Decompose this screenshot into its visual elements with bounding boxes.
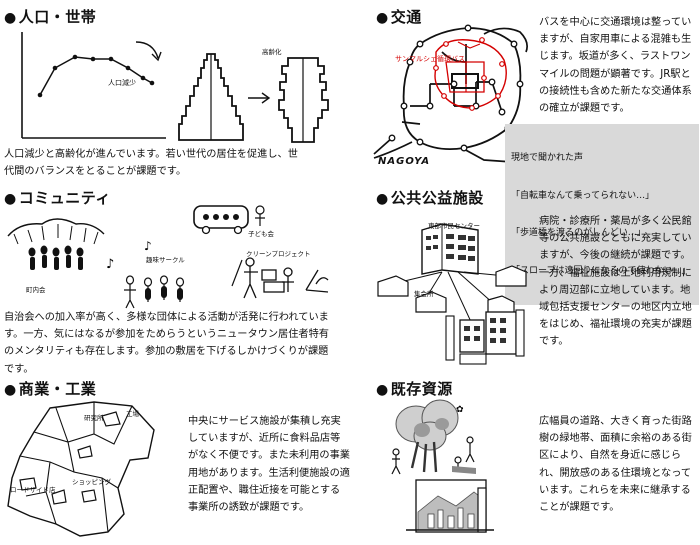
population-pyramid-before [178, 53, 244, 141]
public-facilities-title: ●公共公益施設 [376, 189, 484, 207]
factory-label: 工場 [126, 410, 139, 418]
transport-title: ●交通 [376, 8, 422, 26]
community-text: 自治会への加入率が高く、多様な団体による活動が活発に行われています。一方、気には… [4, 312, 329, 375]
population-decline-graph [21, 32, 166, 139]
commerce-map [7, 401, 155, 537]
resources-title: ●既存資源 [376, 380, 453, 398]
resources-text: 広幅員の道路、大きく育った街路樹の緑地帯、面積に余裕のある街区により、自然を身近… [539, 416, 692, 514]
shopping-label: ショッピング [72, 478, 111, 486]
local-voices-box: 現地で聞かれた声 「自転車なんて乗ってられない…」 「歩道橋を渡るのがしんどい…… [505, 124, 699, 305]
voices-heading: 現地で聞かれた声 [511, 153, 584, 163]
community-title: ●コミュニティ [4, 189, 111, 207]
population-text: 人口減少と高齢化が進んでいます。若い世代の居住を促進し、世代間のバランスをとるこ… [4, 149, 298, 178]
meeting-hall-label: 集会所 [414, 290, 434, 298]
decline-label: 人口減少 [108, 79, 136, 87]
civic-center-label: 東部市民センター [428, 222, 480, 230]
research-lab-label: 研究所 [84, 414, 104, 422]
aging-label: 高齢化 [262, 48, 282, 56]
roadside-store-label: ロードサイド店 [10, 486, 56, 494]
town-association-label: 町内会 [26, 286, 46, 294]
resources-illustration: ✿ [391, 399, 494, 533]
voice-line-1: 「自転車なんて乗ってられない…」 [511, 190, 655, 201]
voice-line-3: 「スロープは遠回りになるので使わない…」 [511, 265, 691, 276]
public-facilities-illustration [377, 223, 527, 365]
svg-text:♪: ♪ [144, 239, 152, 253]
transport-text: バスを中心に交通環境は整っていますが、自家用車による混雑も生じます。坂道が多く、… [539, 17, 692, 115]
population-pyramid-after [278, 57, 329, 143]
clean-project-label: クリーンプロジェクト [246, 250, 311, 258]
nagoya-label: NAGOYA [378, 156, 431, 167]
svg-text:✿: ✿ [456, 405, 464, 415]
arrow-icon [248, 92, 271, 104]
hobby-circle-label: 趣味サークル [146, 256, 185, 264]
population-title: ●人口・世帯 [4, 8, 97, 26]
bus-route-label: サンマルシェ循環バス [395, 55, 465, 63]
commerce-text: 中央にサービス施設が集積し充実していますが、近所に食料品店等がなく不便です。また… [188, 416, 350, 514]
voice-line-2: 「歩道橋を渡るのがしんどい…」 [511, 228, 646, 238]
transport-route-map [373, 24, 541, 163]
community-illustration: ♪ ♪ [7, 205, 329, 309]
svg-text:♪: ♪ [106, 257, 114, 272]
public-facilities-text: 病院・診療所・薬局が多く公民館等の公共施設とともに充実していますが、今後の継続が… [539, 216, 692, 348]
kids-club-label: 子ども会 [248, 230, 274, 238]
commerce-title: ●商業・工業 [4, 380, 97, 398]
